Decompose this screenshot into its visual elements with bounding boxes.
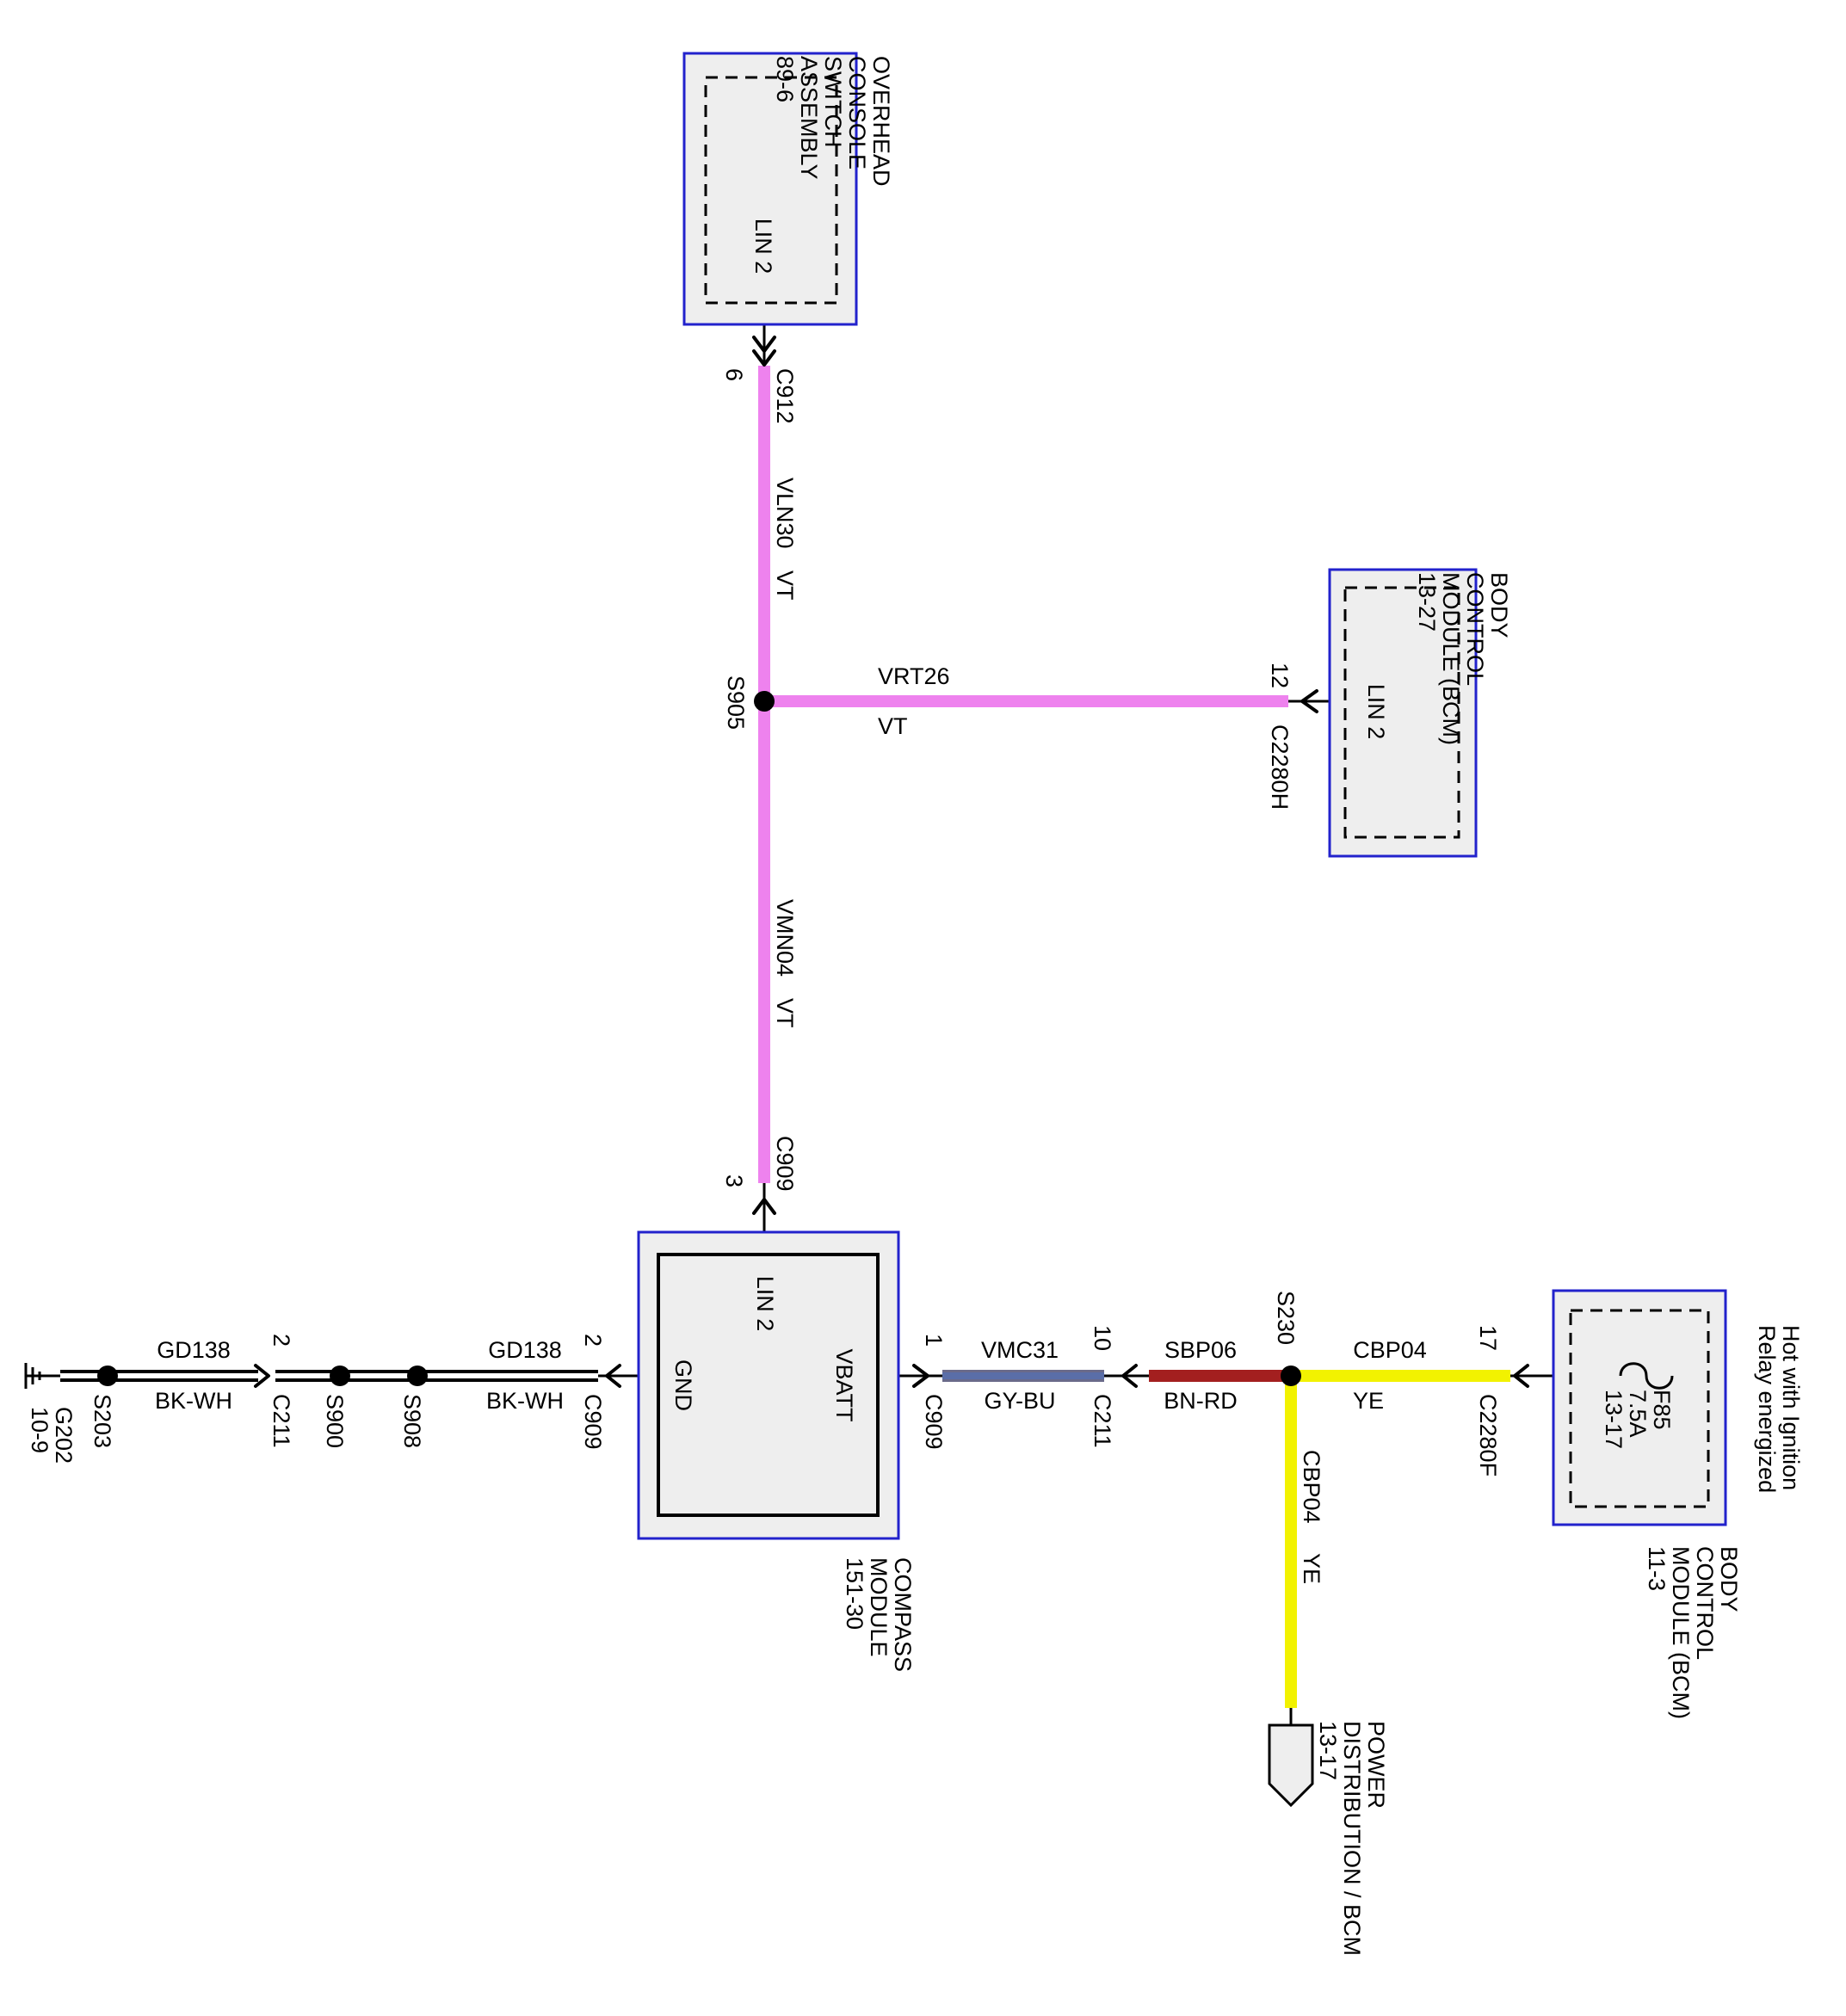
overhead-console-pin-label: LIN 2 <box>750 219 776 274</box>
connector-c909-gnd-pin: 2 <box>580 1334 606 1347</box>
splice-s230 <box>1281 1366 1301 1386</box>
body-control-module-lin: LIN 2 BODYCONTROLMODULE (BCM)13-27 <box>1328 568 1512 858</box>
connector-c2280h-label: C2280H <box>1267 724 1293 810</box>
connector-c909-lin-pin: 3 <box>721 1174 747 1187</box>
bcm-fuse-name: BODYCONTROLMODULE (BCM)11-3 <box>1644 1546 1742 1719</box>
connector-c909-vbatt-label: C909 <box>921 1394 947 1450</box>
wire-vmn04-color: VT <box>772 998 798 1028</box>
splice-s908 <box>407 1366 428 1386</box>
connector-c909-gnd-label: C909 <box>580 1394 606 1450</box>
connector-c211-vbatt-arrow <box>1121 1364 1138 1388</box>
wire-cbp04-v-circuit: CBP04 <box>1299 1450 1324 1524</box>
wire-vln30-color: VT <box>772 570 798 601</box>
connector-c211-vbatt-label: C211 <box>1090 1394 1115 1448</box>
fuse-icon <box>1619 1362 1674 1390</box>
power-distribution-pointer: POWERDISTRIBUTION / BCM13-17 <box>1268 1721 1389 1956</box>
splice-s905 <box>754 691 775 712</box>
splice-s905-label: S905 <box>723 675 749 730</box>
connector-c909-lin-label: C909 <box>772 1136 798 1192</box>
splice-s230-label: S230 <box>1273 1291 1299 1345</box>
bcm-lin-name: BODYCONTROLMODULE (BCM)13-27 <box>1414 572 1512 745</box>
connector-c909-vbatt-arrow <box>912 1364 929 1388</box>
compass-module: LIN 2 VBATT GND COMPASSMODULE151-30 <box>637 1230 916 1672</box>
wire-vln30-circuit: VLN30 <box>772 478 798 549</box>
wire-vmn04-circuit: VMN04 <box>772 899 798 977</box>
connector-c2280f-pin: 17 <box>1475 1325 1501 1351</box>
bcm-lin-pin-label: LIN 2 <box>1363 684 1389 740</box>
overhead-console-name: OVERHEADCONSOLESWITCHASSEMBLY89-6 <box>772 56 894 187</box>
wire-gd138-a-color: BK-WH <box>486 1388 564 1414</box>
connector-c909-gnd-arrow <box>605 1364 621 1388</box>
power-distribution-name: POWERDISTRIBUTION / BCM13-17 <box>1315 1721 1389 1956</box>
wire-vrt26-color: VT <box>878 713 908 739</box>
connector-c211-vbatt-pin: 10 <box>1090 1325 1115 1351</box>
hot-with-ignition-note: Hot with IgnitionRelay energized <box>1754 1325 1804 1493</box>
splice-s203-label: S203 <box>90 1394 115 1448</box>
overhead-console-switch-assembly: LIN 2 OVERHEADCONSOLESWITCHASSEMBLY89-6 <box>682 52 894 326</box>
wire-gd138-b-circuit: GD138 <box>157 1337 231 1363</box>
connector-c912-pin: 6 <box>721 368 747 381</box>
compass-pin-lin: LIN 2 <box>752 1276 778 1332</box>
wire-gd138-a-circuit: GD138 <box>488 1337 562 1363</box>
splice-s908-label: S908 <box>399 1394 425 1448</box>
compass-pin-vbatt: VBATT <box>831 1348 857 1421</box>
connector-c211-gnd-pin: 2 <box>269 1334 294 1347</box>
compass-pin-gnd: GND <box>670 1359 696 1411</box>
ground-symbol-icon <box>24 1363 41 1389</box>
compass-module-name: COMPASSMODULE151-30 <box>842 1557 916 1672</box>
ground-g202-label: G20210-9 <box>27 1407 77 1464</box>
connector-c912-arrow <box>752 336 776 367</box>
connector-c912-label: C912 <box>772 368 798 424</box>
fuse-f85-label: F857.5A13-17 <box>1601 1390 1675 1449</box>
wire-gd138-a <box>417 1370 598 1382</box>
splice-s900-label: S900 <box>322 1394 348 1448</box>
wire-cbp04-v-color: YE <box>1299 1553 1324 1584</box>
connector-c211-gnd-arrow <box>254 1364 270 1388</box>
wire-cbp04-h-color: YE <box>1353 1388 1384 1414</box>
wire-sbp06-circuit: SBP06 <box>1164 1337 1237 1363</box>
wire-vmc31-color: GY-BU <box>984 1388 1055 1414</box>
connector-c2280f-arrow <box>1513 1364 1529 1388</box>
connector-c2280f-label: C2280F <box>1475 1394 1501 1477</box>
wire-vmc31-circuit: VMC31 <box>981 1337 1059 1363</box>
wire-gd138-b-color: BK-WH <box>155 1388 232 1414</box>
connector-c211-gnd-label: C211 <box>269 1394 294 1448</box>
connector-c2280h-pin: 12 <box>1267 663 1293 688</box>
connector-c909-lin-arrow <box>752 1198 776 1215</box>
wire-sbp06-color: BN-RD <box>1164 1388 1238 1414</box>
wire-vrt26-circuit: VRT26 <box>878 663 950 689</box>
wire-cbp04-h-circuit: CBP04 <box>1353 1337 1427 1363</box>
splice-s203 <box>97 1366 118 1386</box>
body-control-module-fuse: F857.5A13-17 BODYCONTROLMODULE (BCM)11-3… <box>1552 1289 1804 1719</box>
connector-c909-vbatt-pin: 1 <box>921 1334 947 1347</box>
connector-c2280h-arrow <box>1300 689 1318 713</box>
splice-s900 <box>330 1366 350 1386</box>
